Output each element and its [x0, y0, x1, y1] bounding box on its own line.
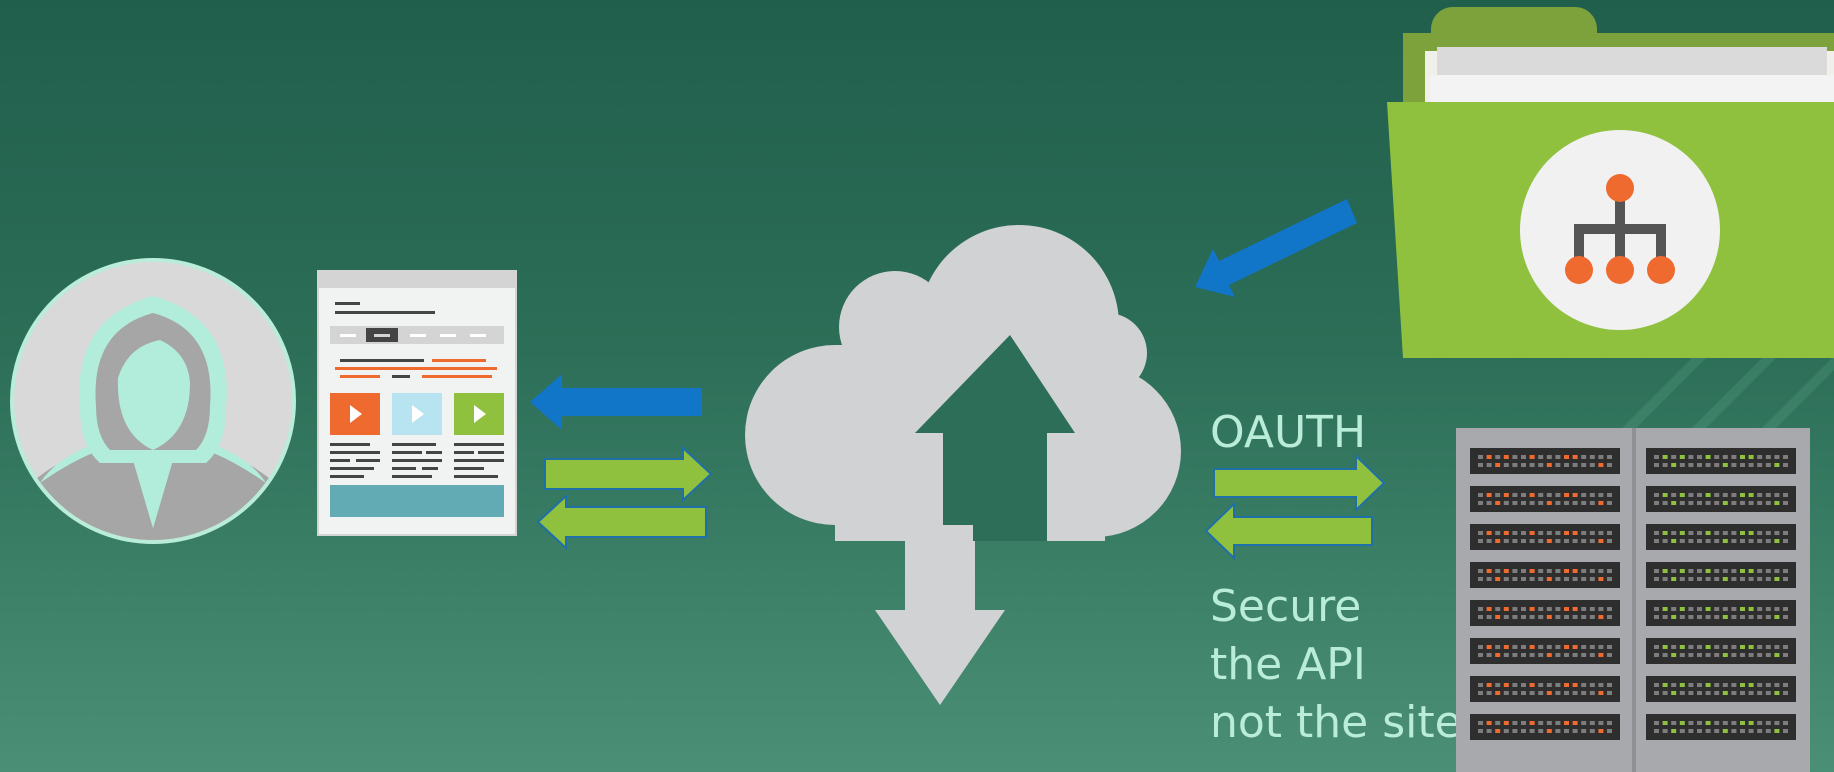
org-chart-folder-icon: [1387, 7, 1834, 358]
green-arrow-left-icon: [536, 493, 707, 551]
web-page-icon: [317, 270, 517, 536]
green-arrow-right-icon: [544, 445, 713, 503]
green-arrow-left-icon: [1204, 501, 1373, 561]
oauth-label: OAUTH: [1210, 407, 1367, 458]
folder-to-cloud-arrow-icon: [1195, 199, 1357, 297]
request-arrow-icon: [530, 374, 702, 430]
note-line-2: the API: [1210, 639, 1366, 690]
note-line-1: Secure: [1210, 581, 1362, 632]
cloud-upload-download-icon: [745, 225, 1181, 705]
note-line-3: not the site: [1210, 697, 1462, 748]
green-arrow-right-icon: [1213, 453, 1386, 513]
server-rack-icon: [1456, 428, 1810, 772]
user-avatar-icon: [10, 258, 296, 544]
